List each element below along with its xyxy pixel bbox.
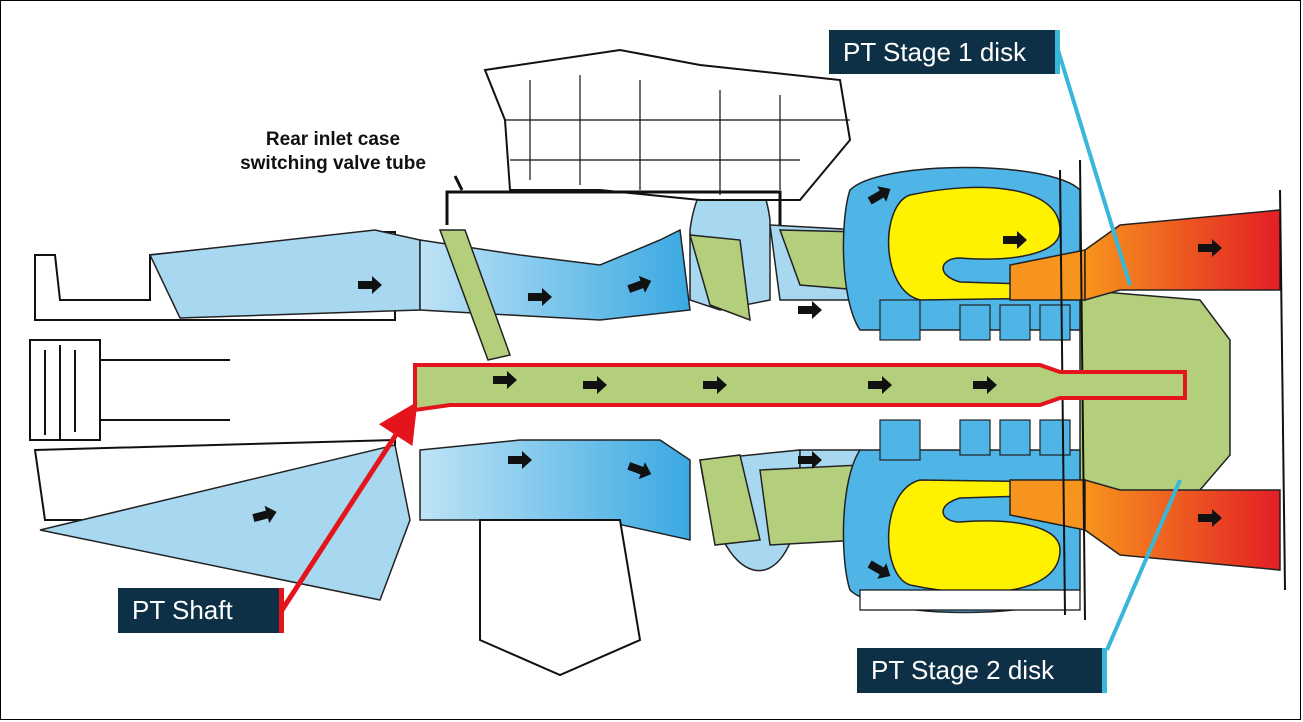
- pt-stage1-disk-label: PT Stage 1 disk: [843, 36, 1027, 67]
- flow-arrow-icon: [508, 451, 532, 469]
- valve-tube-label-line2: switching valve tube: [240, 153, 426, 174]
- flow-arrow-icon: [1198, 239, 1222, 257]
- turbine-discs: [879, 299, 1071, 461]
- valve-tube-leader: [445, 175, 782, 225]
- pt-shaft: [413, 363, 1187, 413]
- flow-arrow-icon: [798, 451, 822, 469]
- flow-arrow-icon: [358, 276, 382, 294]
- flow-arrow-icon: [583, 376, 607, 394]
- flow-arrow-icon: [627, 462, 652, 480]
- pt-stage2-disk-callout: PT Stage 2 disk: [857, 648, 1107, 693]
- flow-arrow-icon: [1198, 509, 1222, 527]
- flow-arrows: [252, 186, 1222, 579]
- flow-arrow-icon: [1003, 231, 1027, 249]
- flow-arrow-icon: [798, 301, 822, 319]
- flow-arrow-icon: [703, 376, 727, 394]
- flow-arrow-icon: [528, 288, 552, 306]
- flow-arrow-icon: [867, 560, 891, 579]
- flow-arrow-icon: [868, 376, 892, 394]
- leader-lines: [279, 49, 1182, 651]
- valve-tube-label: Rear inlet case switching valve tube: [188, 128, 478, 176]
- turbine-hot-section: [1009, 209, 1281, 571]
- valve-tube-label-line1: Rear inlet case: [265, 129, 401, 150]
- pt-stage2-disk-label: PT Stage 2 disk: [871, 655, 1055, 685]
- leader-shaft: [279, 401, 418, 612]
- accessory-gearbox: [483, 48, 852, 201]
- flow-arrow-icon: [973, 376, 997, 394]
- flow-arrow-icon: [627, 275, 652, 293]
- combustor-liner: [887, 186, 1061, 594]
- leader-stage1: [1056, 49, 1132, 286]
- pt-stage1-disk-callout: PT Stage 1 disk: [829, 30, 1060, 74]
- pt-shaft-label: PT Shaft: [132, 595, 233, 625]
- flow-arrow-icon: [493, 371, 517, 389]
- flow-arrow-icon: [867, 186, 891, 205]
- pt-shaft-callout: PT Shaft: [118, 588, 284, 633]
- lower-housing: [479, 519, 1081, 677]
- leader-stage2: [1105, 479, 1182, 651]
- flow-arrow-icon: [252, 505, 277, 524]
- inlet-airflow: [39, 229, 421, 601]
